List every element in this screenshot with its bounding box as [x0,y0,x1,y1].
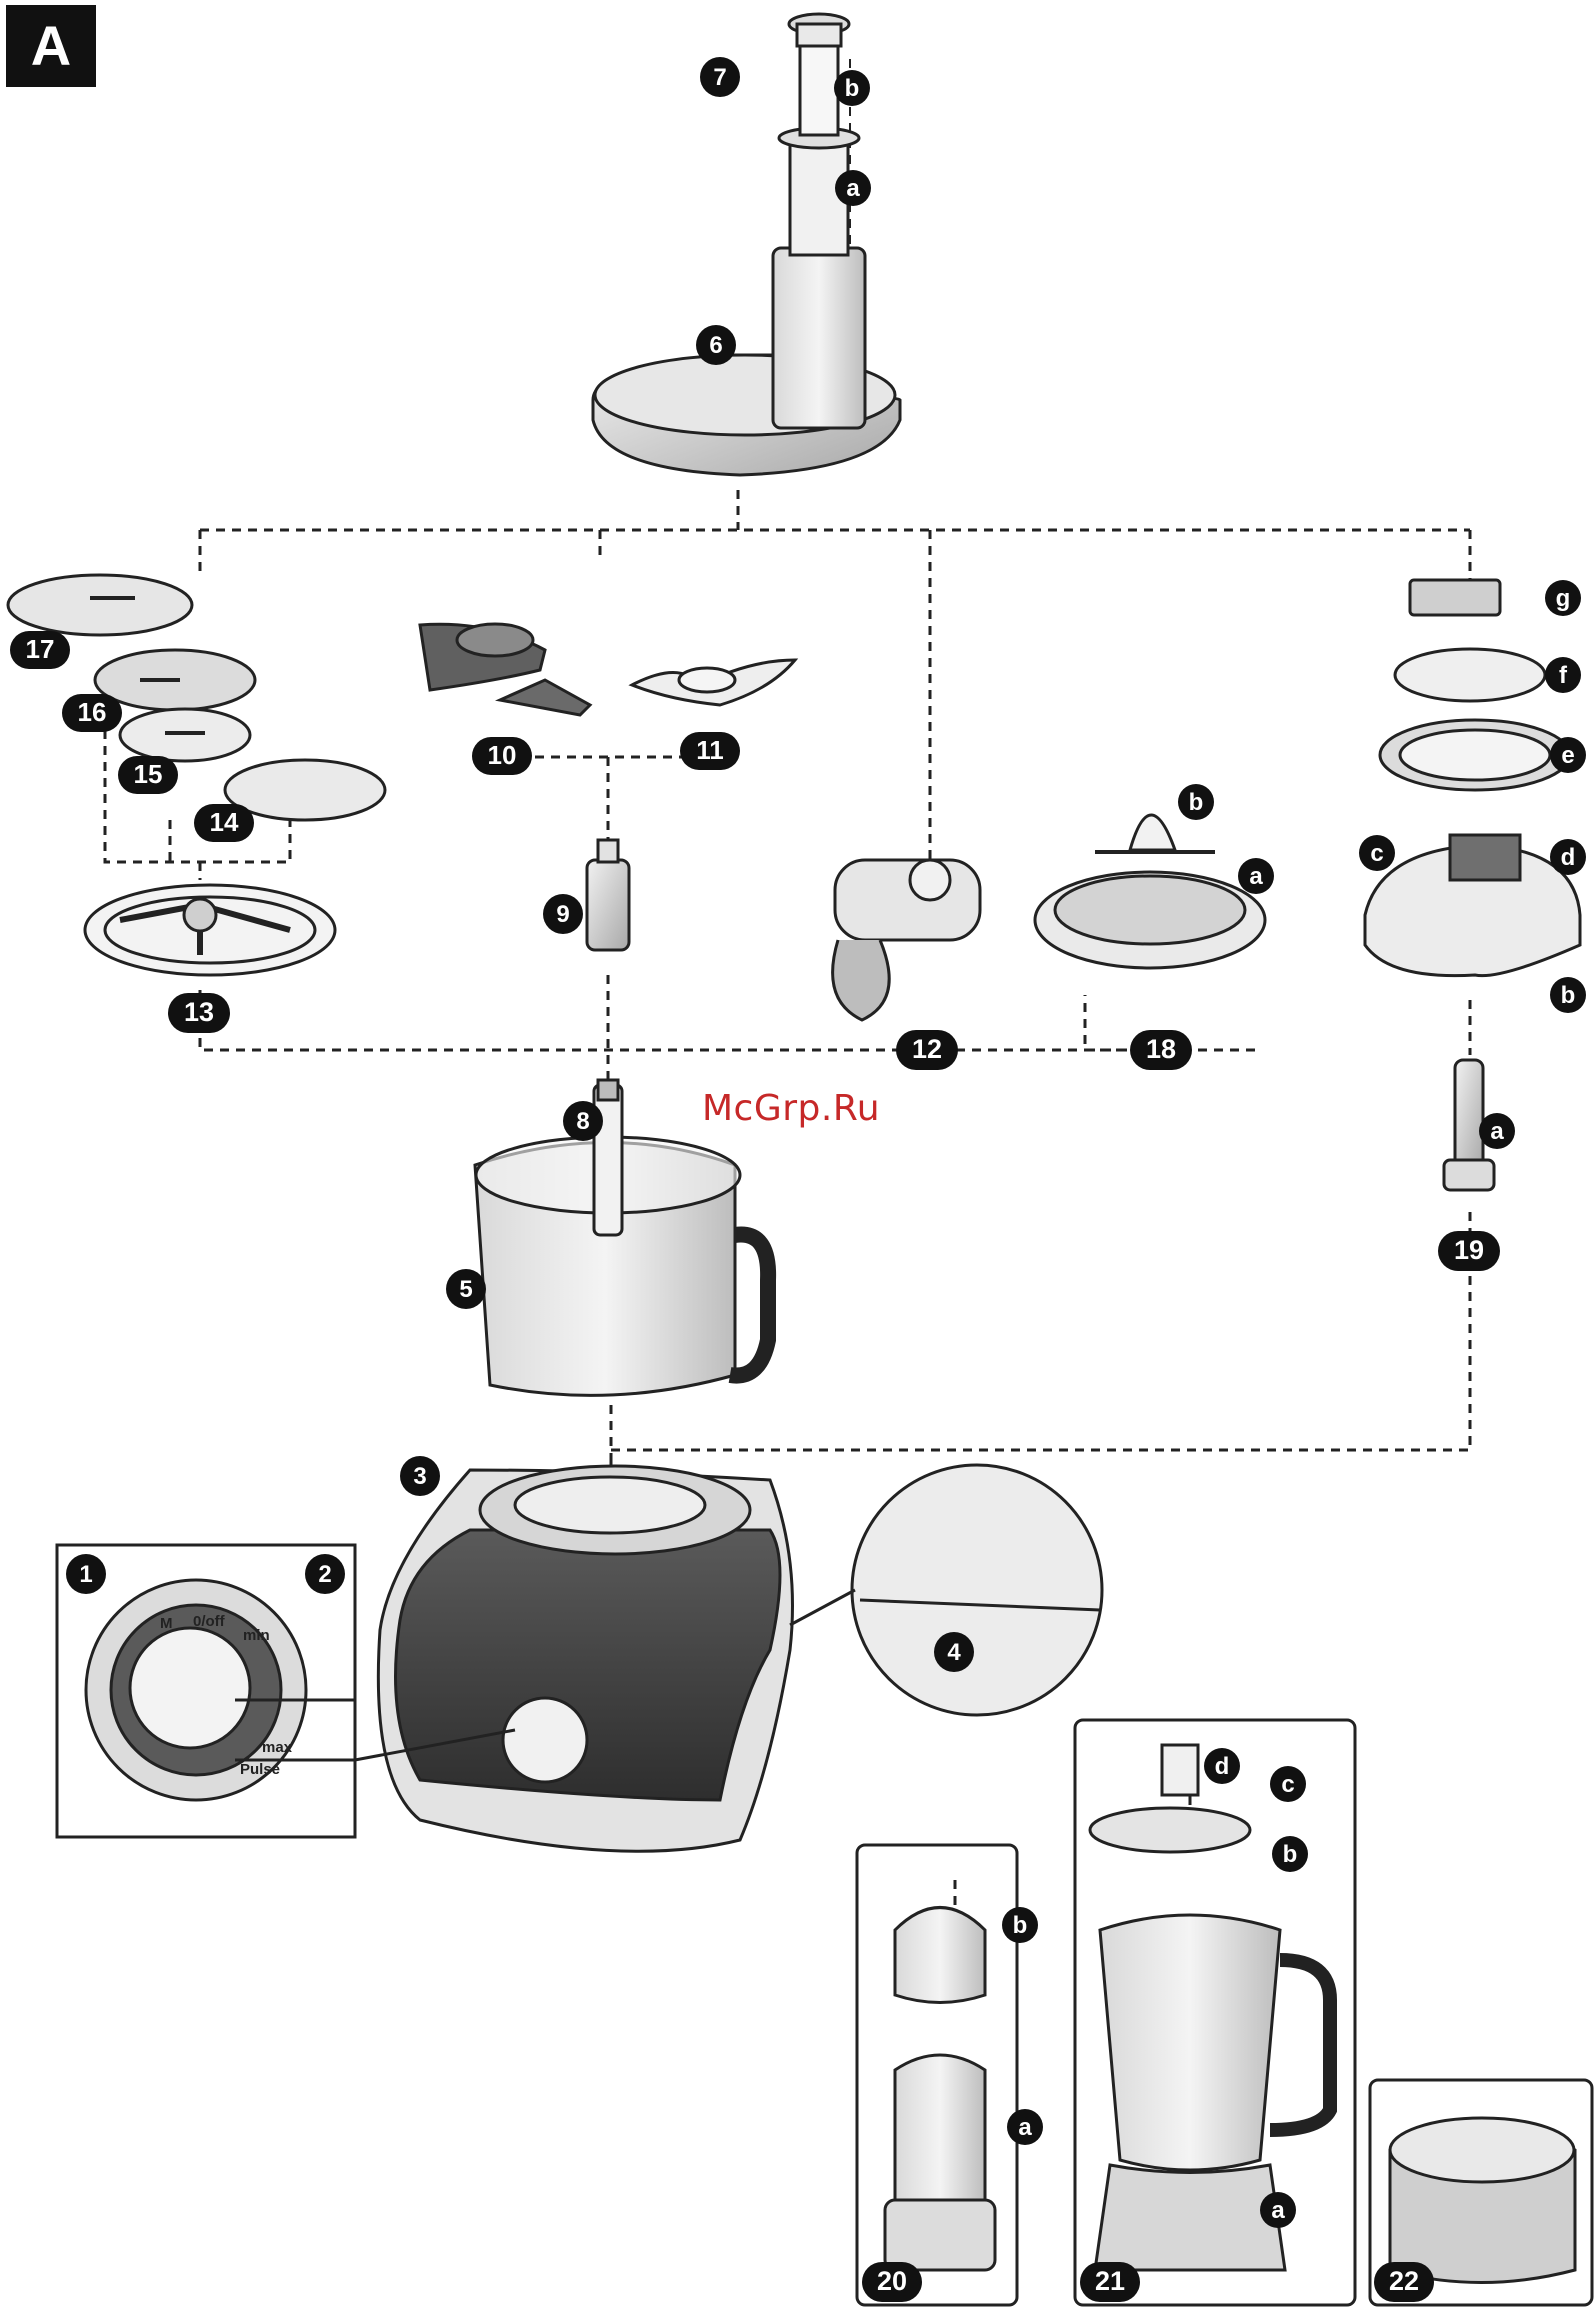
watermark-text: McGrp.Ru [702,1088,880,1129]
callout-12: 12 [896,1030,958,1070]
svg-text:b: b [845,75,860,102]
svg-text:c: c [1370,840,1383,867]
svg-text:d: d [1561,844,1576,871]
svg-text:6: 6 [709,332,722,359]
svg-text:12: 12 [912,1034,942,1064]
callout-19: 19 [1438,1231,1500,1271]
callout-3: 3 [400,1456,440,1496]
svg-text:11: 11 [696,735,724,765]
letter-a-grinder: a [1007,2109,1043,2145]
dial-label-pulse: Pulse [240,1761,280,1778]
callout-4: 4 [934,1632,974,1672]
svg-text:4: 4 [947,1639,961,1666]
letter-a-blender: a [1260,2192,1296,2228]
callout-10: 10 [472,737,532,775]
callout-22: 22 [1374,2262,1434,2302]
svg-text:2: 2 [318,1561,331,1588]
svg-text:16: 16 [78,697,107,727]
letter-b-blender: b [1272,1836,1308,1872]
svg-text:9: 9 [556,901,569,928]
svg-text:f: f [1559,662,1568,689]
dial-label-min: min [243,1627,270,1644]
drive-adapter [587,840,629,950]
letter-f: f [1545,657,1581,693]
callout-21: 21 [1080,2262,1140,2302]
callout-15: 15 [118,756,178,794]
callout-7: 7 [700,57,740,97]
svg-text:21: 21 [1095,2266,1125,2296]
callout-8: 8 [563,1101,603,1141]
callout-18: 18 [1130,1030,1192,1070]
letter-c-dicing: c [1359,835,1395,871]
svg-text:e: e [1561,742,1574,769]
svg-text:a: a [846,175,860,202]
svg-text:a: a [1490,1118,1504,1145]
svg-text:g: g [1556,585,1571,612]
svg-text:14: 14 [210,807,239,837]
letter-a-citrus: a [1238,858,1274,894]
callout-17: 17 [10,631,70,669]
callout-2: 2 [305,1554,345,1594]
dial-label-max: max [262,1739,293,1756]
svg-text:13: 13 [184,997,214,1027]
callout-16: 16 [62,694,122,732]
letter-d-blender: d [1204,1748,1240,1784]
svg-text:c: c [1281,1771,1294,1798]
svg-text:b: b [1561,982,1576,1009]
svg-text:1: 1 [79,1561,92,1588]
letter-e: e [1550,737,1586,773]
storage-bag [1390,2118,1575,2283]
svg-text:b: b [1189,789,1204,816]
blades [420,624,795,715]
svg-text:7: 7 [713,64,726,91]
letter-b-dicing: b [1550,977,1586,1013]
callout-13: 13 [168,993,230,1033]
detail-circle [790,1465,1102,1715]
letter-d-dicing: d [1550,839,1586,875]
citrus-press [1035,815,1265,968]
motor-base [378,1466,792,1851]
svg-text:8: 8 [576,1108,589,1135]
callout-20: 20 [862,2262,922,2302]
svg-text:b: b [1013,1912,1028,1939]
svg-text:18: 18 [1146,1034,1176,1064]
letter-g: g [1545,580,1581,616]
letter-b-feed-tube: b [834,70,870,106]
svg-text:b: b [1283,1841,1298,1868]
callout-1: 1 [66,1554,106,1594]
callout-6: 6 [696,325,736,365]
callout-5: 5 [446,1269,486,1309]
svg-text:d: d [1215,1753,1230,1780]
disc-holder [85,885,335,975]
svg-text:10: 10 [488,740,517,770]
svg-text:5: 5 [459,1276,472,1303]
whisk-attachment [833,860,980,1020]
svg-text:a: a [1249,863,1263,890]
svg-text:20: 20 [877,2266,907,2296]
svg-text:15: 15 [134,759,163,789]
svg-text:3: 3 [413,1463,426,1490]
letter-c-blender: c [1270,1766,1306,1802]
dial-label-m: M [160,1615,173,1632]
callout-14: 14 [194,804,254,842]
svg-text:a: a [1271,2197,1285,2224]
letter-b-grinder: b [1002,1907,1038,1943]
svg-text:19: 19 [1454,1235,1484,1265]
disc-set [8,575,385,820]
letter-a-feed-tube: a [835,170,871,206]
svg-text:a: a [1018,2114,1032,2141]
svg-text:22: 22 [1389,2266,1419,2296]
grinder [885,1908,995,2271]
callout-9: 9 [543,894,583,934]
dial-label-off: 0/off [193,1613,226,1630]
dicing-set [1365,580,1580,976]
svg-text:17: 17 [26,634,55,664]
blender [1090,1745,1330,2270]
letter-b-citrus: b [1178,784,1214,820]
letter-a-shaft: a [1479,1113,1515,1149]
callout-11: 11 [680,732,740,770]
